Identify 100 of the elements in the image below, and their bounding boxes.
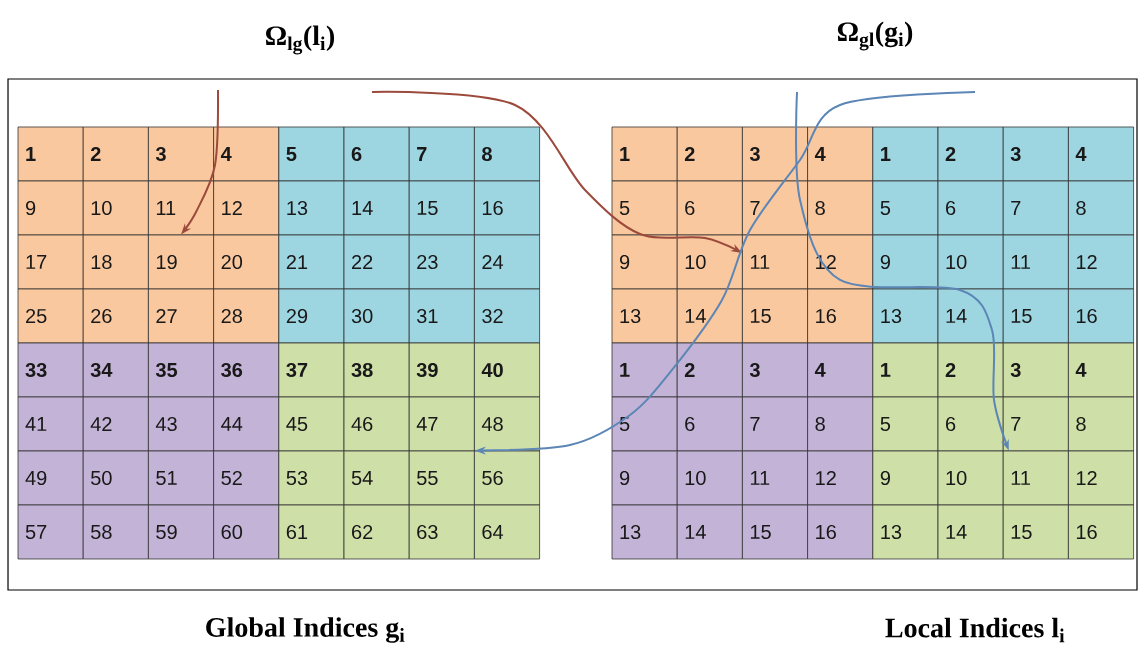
grid-cell: 39 [408, 342, 475, 398]
grid-cell: 8 [1068, 396, 1134, 452]
heading: Local Indices l$_{i}$ [885, 617, 1065, 643]
grid-cell: 4 [1068, 126, 1134, 182]
grid-cell: 31 [408, 288, 475, 344]
grid-cell: 41 [17, 396, 84, 452]
grid-cell: 16 [474, 180, 540, 236]
grid-cell: 8 [1068, 180, 1134, 236]
grid-cell: 8 [474, 126, 540, 182]
grid-cell: 11 [742, 450, 808, 506]
grid-cell: 60 [213, 504, 280, 560]
grid-cell: 5 [872, 180, 939, 236]
grid-cell: 52 [213, 450, 280, 506]
grid-cell: 16 [1068, 288, 1134, 344]
grid-cell: 43 [148, 396, 214, 452]
grid-cell: 1 [611, 126, 678, 182]
grid-cell: 14 [937, 288, 1004, 344]
grid-cell: 17 [17, 234, 84, 290]
grid-cell: 37 [278, 342, 345, 398]
grid-cell: 9 [872, 234, 939, 290]
grid-cell: 6 [343, 126, 410, 182]
grid-cell: 45 [278, 396, 345, 452]
grid-cell: 16 [1068, 504, 1134, 560]
grid-cell: 3 [742, 342, 808, 398]
grid-cell: 4 [1068, 342, 1134, 398]
grid-cell: 7 [408, 126, 475, 182]
grid-cell: 12 [1068, 450, 1134, 506]
heading: Global Indices g$_{i}$ [206, 617, 405, 643]
grid-cell: 12 [213, 180, 280, 236]
grid-cell: 1 [17, 126, 84, 182]
grid-cell: 6 [676, 180, 743, 236]
grid-cell: 58 [82, 504, 149, 560]
grid-cell: 1 [611, 342, 678, 398]
grid-cell: 9 [17, 180, 84, 236]
grid-cell: 7 [742, 180, 808, 236]
grid-cell: 11 [742, 234, 808, 290]
grid-cell: 6 [937, 180, 1004, 236]
grid-cell: 33 [17, 342, 84, 398]
grid-cell: 13 [872, 504, 939, 560]
grid-cell: 10 [82, 180, 149, 236]
grid-cell: 29 [278, 288, 345, 344]
grid-cell: 14 [937, 504, 1004, 560]
grid-cell: 15 [742, 504, 808, 560]
grid-cell: 62 [343, 504, 410, 560]
heading: Ω$_{lg}$(l$_{i}$) [266, 25, 335, 55]
grid-cell: 36 [213, 342, 280, 398]
grid-cell: 13 [278, 180, 345, 236]
grid-cell: 7 [1002, 396, 1069, 452]
grid-cell: 23 [408, 234, 475, 290]
grid-cell: 15 [742, 288, 808, 344]
grid-cell: 48 [474, 396, 540, 452]
grid-cell: 2 [676, 126, 743, 182]
grid-cell: 15 [1002, 288, 1069, 344]
grid-cell: 12 [807, 450, 874, 506]
grid-cell: 3 [742, 126, 808, 182]
grid-cell: 57 [17, 504, 84, 560]
grid-cell: 13 [611, 504, 678, 560]
grid-cell: 49 [17, 450, 84, 506]
grid-cell: 16 [807, 288, 874, 344]
grid-cell: 1 [872, 126, 939, 182]
grid-cell: 24 [474, 234, 540, 290]
grid-cell: 38 [343, 342, 410, 398]
grid-cell: 19 [148, 234, 214, 290]
grid-cell: 2 [676, 342, 743, 398]
grid-cell: 2 [937, 126, 1004, 182]
grid-cell: 42 [82, 396, 149, 452]
grid-cell: 5 [278, 126, 345, 182]
grid-cell: 2 [937, 342, 1004, 398]
grid-cell: 10 [937, 234, 1004, 290]
grid-cell: 59 [148, 504, 214, 560]
grid-cell: 5 [611, 180, 678, 236]
grid-cell: 14 [343, 180, 410, 236]
grid-cell: 9 [611, 450, 678, 506]
grid-cell: 14 [676, 504, 743, 560]
grid-cell: 55 [408, 450, 475, 506]
grid-cell: 4 [807, 342, 874, 398]
heading: Ω$_{gl}$(g$_{i}$) [837, 21, 913, 51]
grid-cell: 32 [474, 288, 540, 344]
grid-cell: 47 [408, 396, 475, 452]
grid-cell: 22 [343, 234, 410, 290]
grid-cell: 64 [474, 504, 540, 560]
grid-cell: 20 [213, 234, 280, 290]
grid-cell: 6 [937, 396, 1004, 452]
grid-cell: 30 [343, 288, 410, 344]
grid-cell: 40 [474, 342, 540, 398]
grid-cell: 7 [1002, 180, 1069, 236]
grid-cell: 11 [148, 180, 214, 236]
grid-cell: 54 [343, 450, 410, 506]
grid-cell: 7 [742, 396, 808, 452]
grid-cell: 9 [872, 450, 939, 506]
grid-cell: 44 [213, 396, 280, 452]
grid-cell: 14 [676, 288, 743, 344]
grid-cell: 50 [82, 450, 149, 506]
grid-cell: 9 [611, 234, 678, 290]
grid-cell: 56 [474, 450, 540, 506]
grid-cell: 1 [872, 342, 939, 398]
grid-cell: 51 [148, 450, 214, 506]
grid-cell: 10 [676, 234, 743, 290]
grid-cell: 53 [278, 450, 345, 506]
grid-cell: 8 [807, 180, 874, 236]
